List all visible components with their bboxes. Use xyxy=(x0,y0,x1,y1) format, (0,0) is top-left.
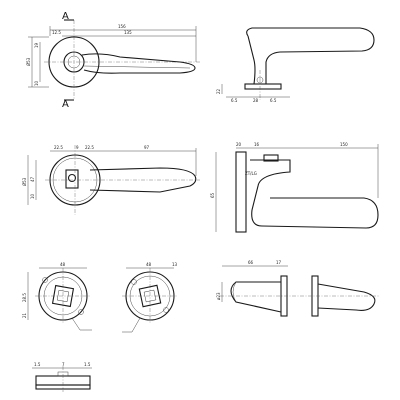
dim-rose-diameter: Ø53 xyxy=(26,57,31,66)
view-side-lever: 22 6.5 28 6.5 xyxy=(216,27,375,103)
note-section: ZT/LG xyxy=(245,171,257,176)
dim-side-left: 6.5 xyxy=(231,98,238,103)
dim-elevation-offset: 17 xyxy=(276,260,282,265)
view-front-lever: A A 156 135 12.5 Ø53 19 10 xyxy=(26,11,200,110)
dim-esc-right: 22.5 xyxy=(85,145,94,150)
dim-lever-length: 135 xyxy=(124,30,132,35)
dim-section-height: 65 xyxy=(210,192,215,198)
dim-side-center: 28 xyxy=(253,98,259,103)
dim-plate-center: 7 xyxy=(62,362,65,367)
dim-plate-right: 1.5 xyxy=(84,362,91,367)
section-mark-top: A xyxy=(62,11,69,22)
view-front-escutcheon: 22.5 9 22.5 97 Ø53 47 10 xyxy=(22,145,200,215)
view-rose-detail-right: 48 13 xyxy=(122,262,178,333)
dim-rose-lower: 21 xyxy=(22,312,27,318)
view-side-section: 65 20 16 150 ZT/LG xyxy=(210,142,379,233)
dim-overall-length: 156 xyxy=(118,24,126,29)
dim-rose-right-offset: 13 xyxy=(172,262,178,267)
dim-section-a: 20 xyxy=(236,142,242,147)
view-rose-detail-left: 48 28.5 21 xyxy=(22,262,92,331)
dim-esc-mid: 9 xyxy=(76,145,79,150)
dim-elevation-width: 66 xyxy=(248,260,254,265)
dim-esc-diameter: Ø53 xyxy=(22,177,27,186)
section-mark-bottom: A xyxy=(62,99,69,110)
dim-esc-upper: 47 xyxy=(30,176,35,182)
dim-upper: 19 xyxy=(34,42,39,48)
dim-section-length: 150 xyxy=(340,142,348,147)
view-plate-profile: 1.5 7 1.5 xyxy=(32,362,92,392)
dim-esc-lever: 97 xyxy=(144,145,150,150)
dim-esc-lower: 10 xyxy=(30,193,35,199)
dim-rose-upper: 28.5 xyxy=(22,293,27,302)
dim-esc-left: 22.5 xyxy=(54,145,63,150)
dim-lower: 10 xyxy=(34,80,39,86)
view-side-elevation: 66 17 ø23 xyxy=(216,260,380,317)
dim-lever-offset: 12.5 xyxy=(52,30,61,35)
dim-elevation-diameter: ø23 xyxy=(216,292,221,300)
dim-plate-left: 1.5 xyxy=(34,362,41,367)
dim-rose-height: 22 xyxy=(216,88,221,94)
dim-rose-right-width: 48 xyxy=(146,262,152,267)
dim-section-b: 16 xyxy=(254,142,260,147)
dim-side-right: 6.5 xyxy=(270,98,277,103)
dim-rose-width: 48 xyxy=(60,262,66,267)
